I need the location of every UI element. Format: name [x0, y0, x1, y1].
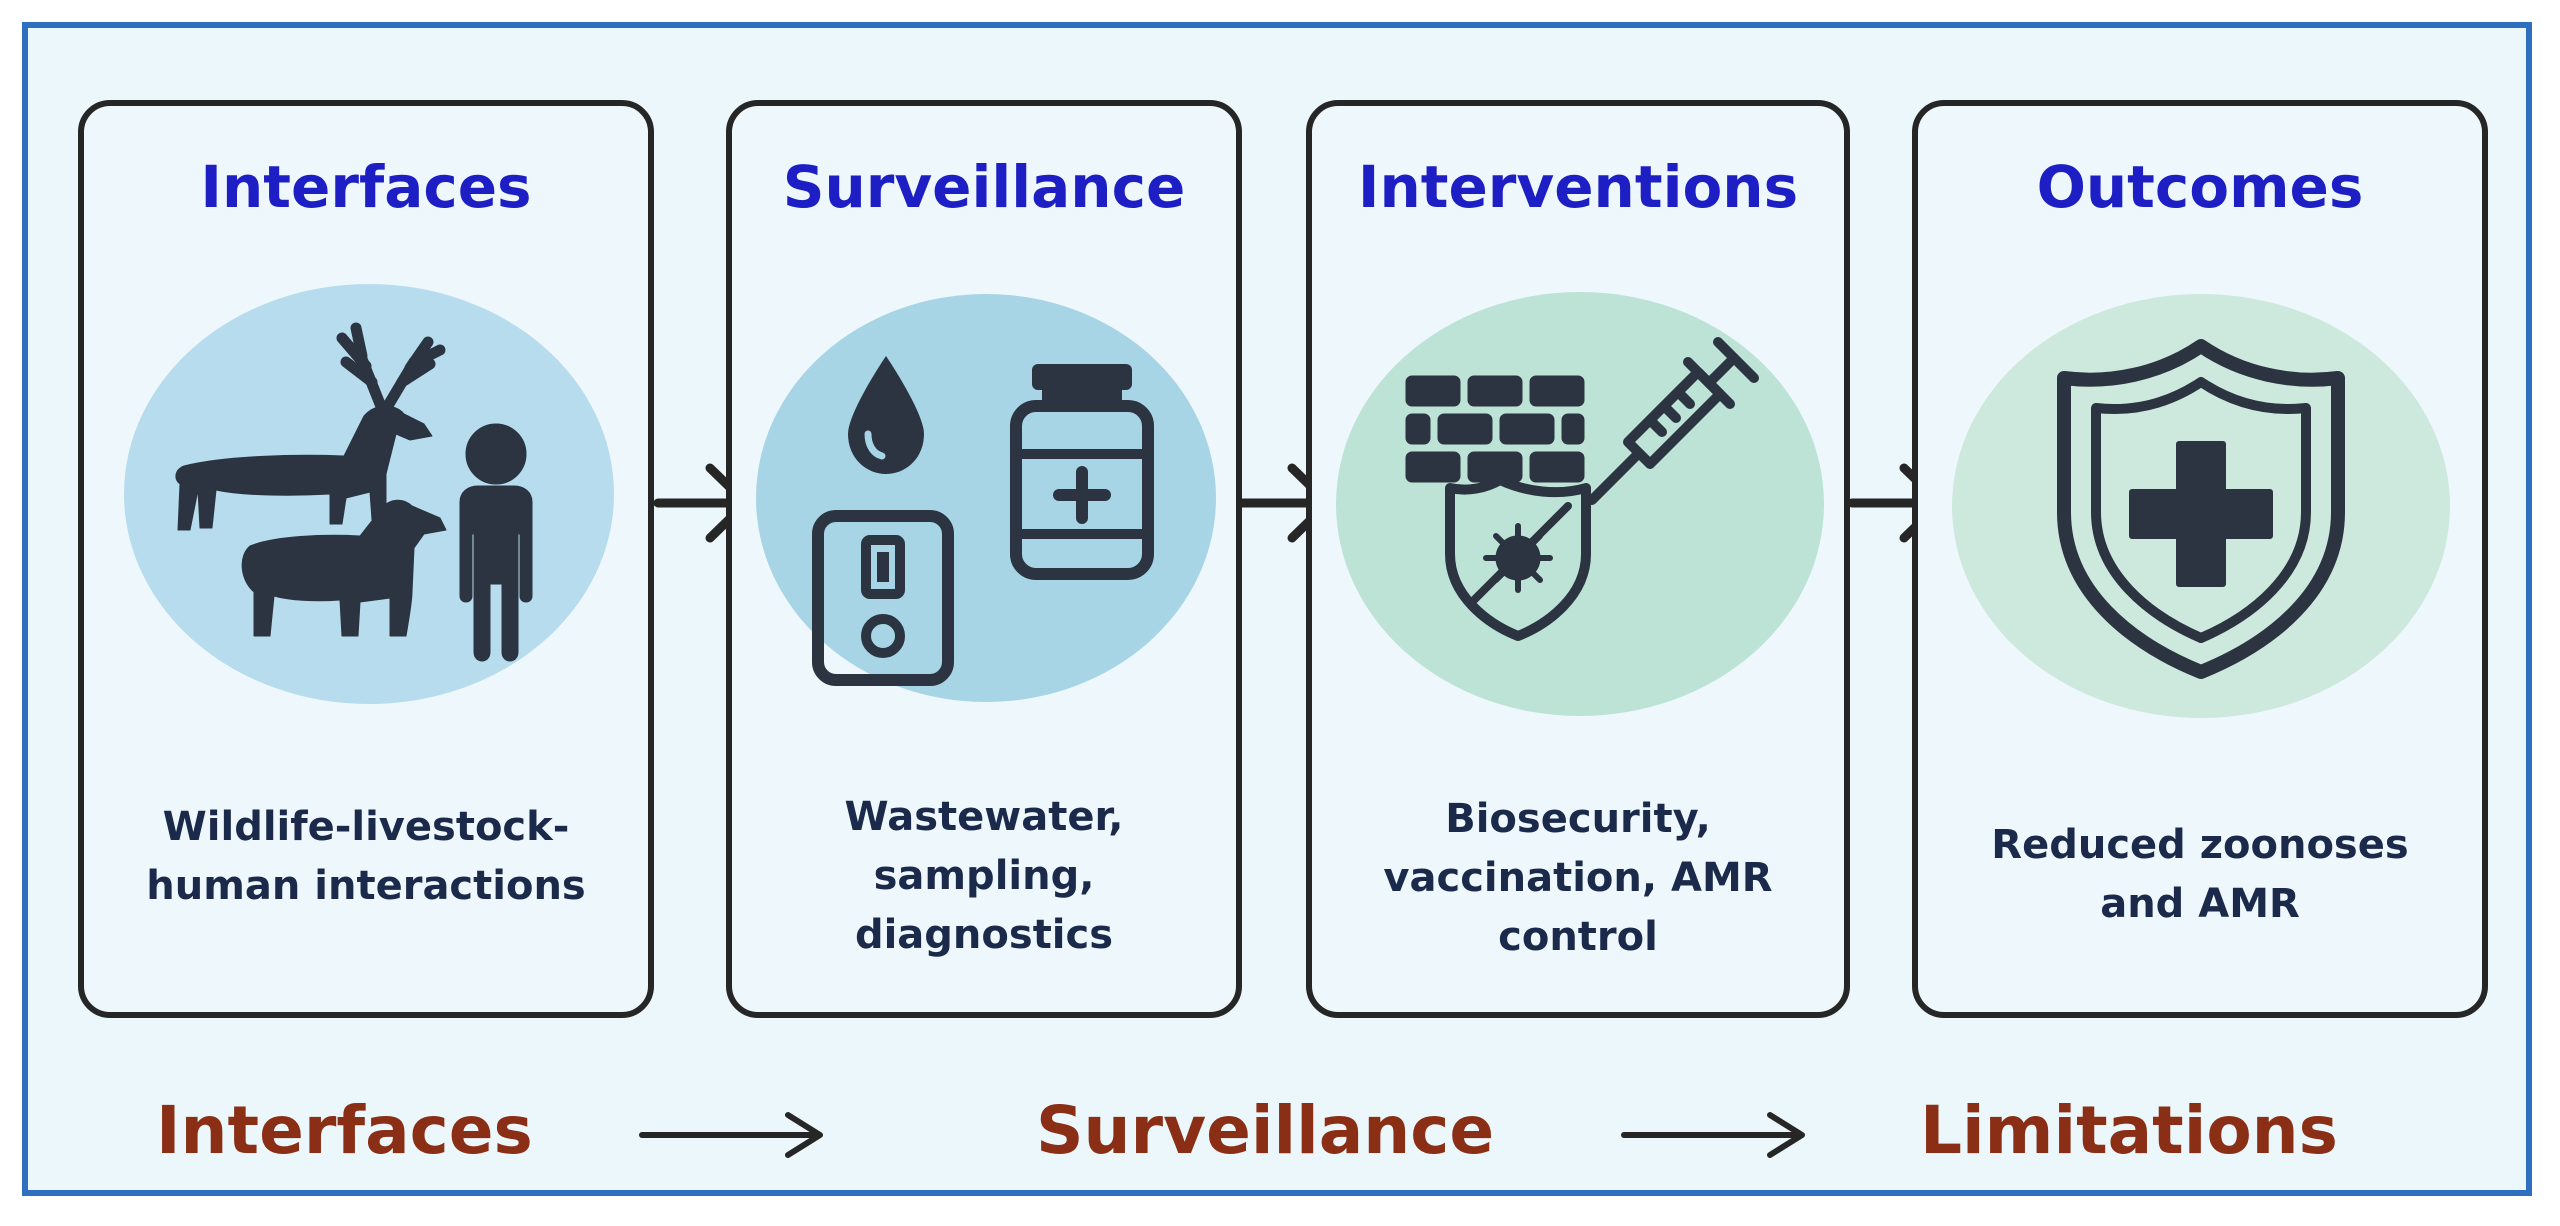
- icon-circle: [1336, 292, 1824, 716]
- card-description: Wastewater, sampling, diagnostics: [844, 794, 1124, 958]
- card-interventions: Interventions: [1306, 100, 1850, 1018]
- diagnostics-icon: [812, 356, 1154, 686]
- diagram-frame: Interfaces: [22, 22, 2532, 1196]
- card-interfaces: Interfaces: [78, 100, 654, 1018]
- card-outcomes: Outcomes Reduced zoonoses and AMR: [1912, 100, 2488, 1018]
- icon-circle: [1952, 294, 2450, 718]
- card-surveillance: Surveillance: [726, 100, 1242, 1018]
- card-description: Biosecurity, vaccination, AMR control: [1383, 796, 1773, 960]
- bottom-step-surveillance: Surveillance: [1036, 1092, 1495, 1169]
- card-title: Interfaces: [200, 153, 532, 221]
- wildlife-livestock-human-icon: [175, 322, 533, 662]
- card-description: Wildlife-livestock-human interactions: [146, 804, 586, 909]
- bottom-step-interfaces: Interfaces: [156, 1092, 533, 1169]
- card-title: Surveillance: [782, 153, 1186, 221]
- biosecurity-vaccination-icon: [1405, 337, 1759, 641]
- icon-circle: [124, 284, 614, 704]
- bottom-step-limitations: Limitations: [1920, 1092, 2338, 1169]
- long-arrow-right-icon: [1621, 1112, 1805, 1158]
- card-title: Interventions: [1357, 153, 1799, 221]
- shield-plus-icon: [2057, 339, 2345, 679]
- long-arrow-right-icon: [639, 1112, 823, 1158]
- icon-circle: [756, 294, 1216, 702]
- card-title: Outcomes: [2036, 153, 2364, 221]
- card-description: Reduced zoonoses and AMR: [1991, 822, 2409, 927]
